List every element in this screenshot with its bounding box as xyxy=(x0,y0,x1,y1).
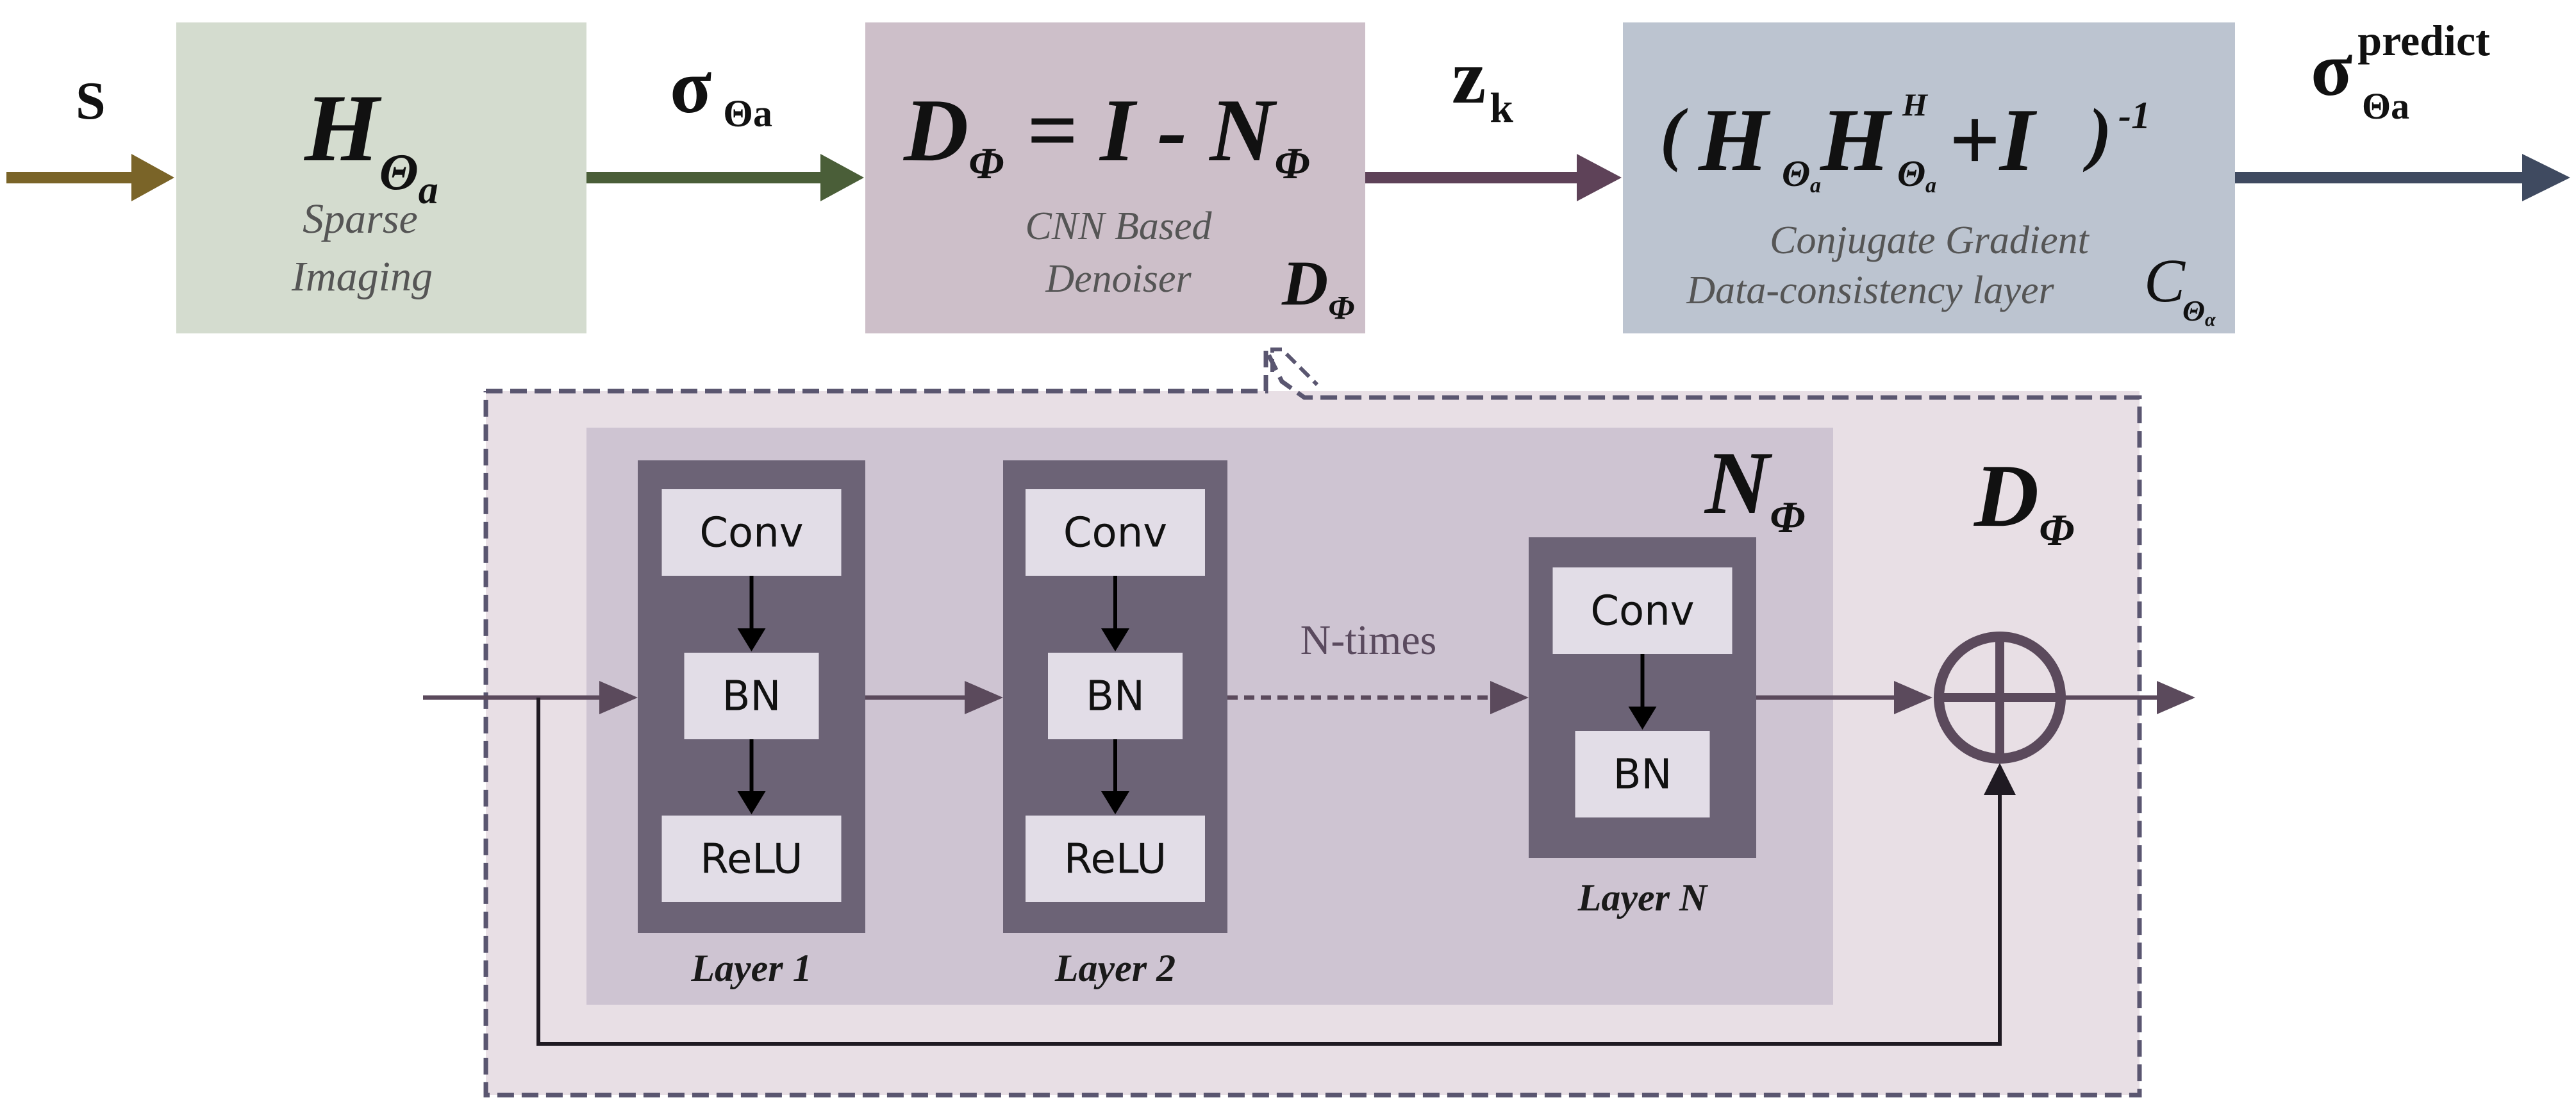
denoiser-detail-label: DΦ xyxy=(1973,446,2074,555)
svg-text:α: α xyxy=(2205,309,2216,330)
layer-1-label: Layer 1 xyxy=(690,947,811,989)
svg-text:a: a xyxy=(1925,174,1936,197)
op-flow-arrowhead xyxy=(737,791,766,814)
skip-connection xyxy=(536,698,2016,1046)
svg-text:Θ: Θ xyxy=(1897,153,1925,194)
op-label-bn: BN xyxy=(1086,673,1145,721)
svg-text:H: H xyxy=(1819,90,1893,190)
op-label-relu: ReLU xyxy=(700,836,802,884)
denoiser-caption-line2: Denoiser xyxy=(1045,257,1192,301)
op-label-conv: Conv xyxy=(699,510,803,557)
sparse-imaging-caption-line1: Sparse xyxy=(303,196,418,242)
repeat-label: N-times xyxy=(1300,617,1437,664)
output-arrow xyxy=(2235,154,2570,201)
network-flow xyxy=(423,681,2195,714)
svg-text:Θ: Θ xyxy=(1782,153,1810,194)
op-box-bn xyxy=(684,653,819,739)
output-signal-subscript: Θa xyxy=(2362,85,2409,127)
op-box-relu xyxy=(661,816,842,902)
data-consistency-caption-line1: Conjugate Gradient xyxy=(1770,219,2090,262)
op-label-conv: Conv xyxy=(1590,588,1694,635)
op-box-conv xyxy=(1026,489,1205,576)
op-label-bn: BN xyxy=(722,673,781,721)
op-box-bn xyxy=(1575,731,1710,817)
zk-signal-label: zk xyxy=(1452,34,1513,131)
svg-text:a: a xyxy=(1810,174,1821,197)
op-box-bn xyxy=(1048,653,1183,739)
denoiser-corner-symbol: DΦ xyxy=(1281,247,1354,326)
sparse-imaging-caption-line2: Imaging xyxy=(291,253,433,300)
svg-text:Θ: Θ xyxy=(2182,294,2205,327)
op-label-relu: ReLU xyxy=(1064,836,1167,884)
data-consistency-corner-symbol: C Θ α xyxy=(2144,246,2216,330)
input-signal-label: S xyxy=(76,71,106,131)
denoiser-caption-line1: CNN Based xyxy=(1025,205,1212,248)
sparse-imaging-block xyxy=(176,22,586,333)
op-label-conv: Conv xyxy=(1063,510,1167,557)
input-arrow xyxy=(6,154,174,201)
op-flow-arrowhead xyxy=(1101,791,1129,814)
op-flow-arrowhead xyxy=(737,628,766,651)
data-consistency-formula: ( H Θ a H H Θ a +I ) -1 xyxy=(1660,87,2150,197)
op-label-bn: BN xyxy=(1613,751,1672,799)
op-box-conv xyxy=(1552,567,1733,654)
residual-network-label: NΦ xyxy=(1704,433,1805,542)
layer-3-label: Layer N xyxy=(1577,876,1709,919)
detail-callout-connector xyxy=(1270,348,1319,387)
sum-node xyxy=(1934,632,2066,764)
layer-2-label: Layer 2 xyxy=(1054,947,1176,989)
op-box-relu xyxy=(1026,816,1205,902)
denoiser-formula: DΦ = I - NΦ xyxy=(902,81,1310,189)
op-box-conv xyxy=(661,489,842,576)
zk-arrow xyxy=(1365,154,1622,201)
data-consistency-block xyxy=(1623,22,2235,333)
svg-text:C: C xyxy=(2144,246,2186,315)
svg-text:H: H xyxy=(1902,87,1929,122)
op-flow-arrowhead xyxy=(1628,707,1657,730)
denoiser-detail-border-outer xyxy=(483,348,2142,1098)
svg-text:-1: -1 xyxy=(2118,94,2150,137)
op-flow-arrowhead xyxy=(1101,628,1129,651)
svg-text:+I: +I xyxy=(1949,90,2038,190)
svg-text:H: H xyxy=(1697,90,1771,190)
sigma-arrow xyxy=(586,154,864,201)
denoiser-block xyxy=(865,22,1365,333)
sparse-imaging-symbol: HΘa xyxy=(303,75,438,212)
data-consistency-caption-line2: Data-consistency layer xyxy=(1686,269,2054,312)
